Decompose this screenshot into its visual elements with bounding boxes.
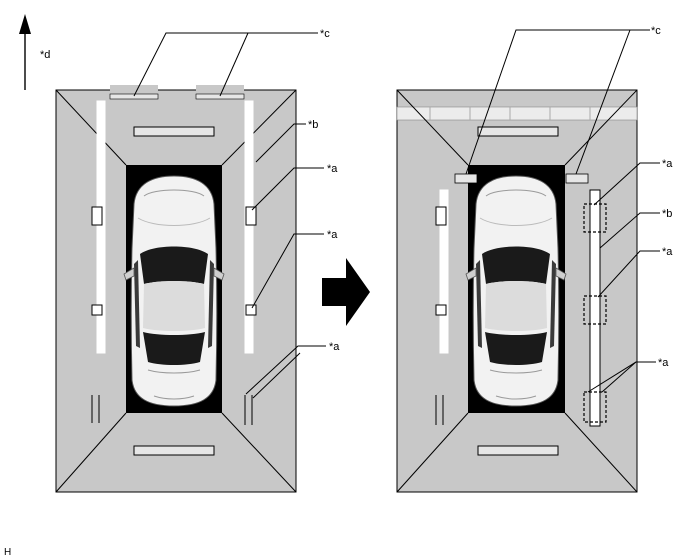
left-turning-radius-gauge-2 <box>195 93 245 100</box>
callout-c-label-left: *c <box>320 28 330 40</box>
right-car <box>465 175 567 407</box>
left-alignment-bay <box>55 85 297 493</box>
left-rail-inner <box>96 100 106 354</box>
vehicle-front-direction-arrow <box>19 14 31 90</box>
right-top-bar <box>477 126 559 137</box>
callout-d-label: *d <box>40 49 50 61</box>
left-car <box>123 175 225 407</box>
right-rail-inner <box>439 189 449 354</box>
left-marker-4 <box>245 304 257 316</box>
right-marker-4 <box>583 295 607 325</box>
callout-a-label-left-2: *a <box>327 229 338 241</box>
left-top-bar <box>133 126 215 137</box>
left-bottom-bar <box>133 445 215 456</box>
left-marker-2 <box>91 304 103 316</box>
right-marker-2 <box>435 304 447 316</box>
right-bottom-bar <box>477 445 559 456</box>
left-rail-outer <box>244 100 254 354</box>
left-turning-radius-gauge-1 <box>109 93 159 100</box>
right-top-band <box>396 106 638 121</box>
right-turning-radius-gauge-2 <box>565 173 589 184</box>
right-alignment-bay <box>396 89 638 493</box>
callout-a-label-left-1: *a <box>327 163 338 175</box>
transition-arrow-icon <box>322 258 370 326</box>
right-marker-5 <box>583 391 607 423</box>
callout-a-label-left-3: *a <box>329 341 340 353</box>
left-leaders <box>133 32 326 399</box>
right-turning-radius-gauge-1 <box>454 173 478 184</box>
right-marker-1 <box>435 206 447 226</box>
figure-code: H <box>4 547 11 558</box>
callout-b-label-right: *b <box>662 208 672 220</box>
right-leaders <box>465 29 660 393</box>
right-alignment-bar <box>589 189 601 427</box>
callout-c-label-right: *c <box>651 25 661 37</box>
callout-a-label-right-3: *a <box>658 357 669 369</box>
callout-a-label-right-1: *a <box>662 158 673 170</box>
callout-a-label-right-2: *a <box>662 246 673 258</box>
callout-b-label-left: *b <box>308 119 318 131</box>
left-marker-3 <box>245 206 257 226</box>
left-marker-1 <box>91 206 103 226</box>
